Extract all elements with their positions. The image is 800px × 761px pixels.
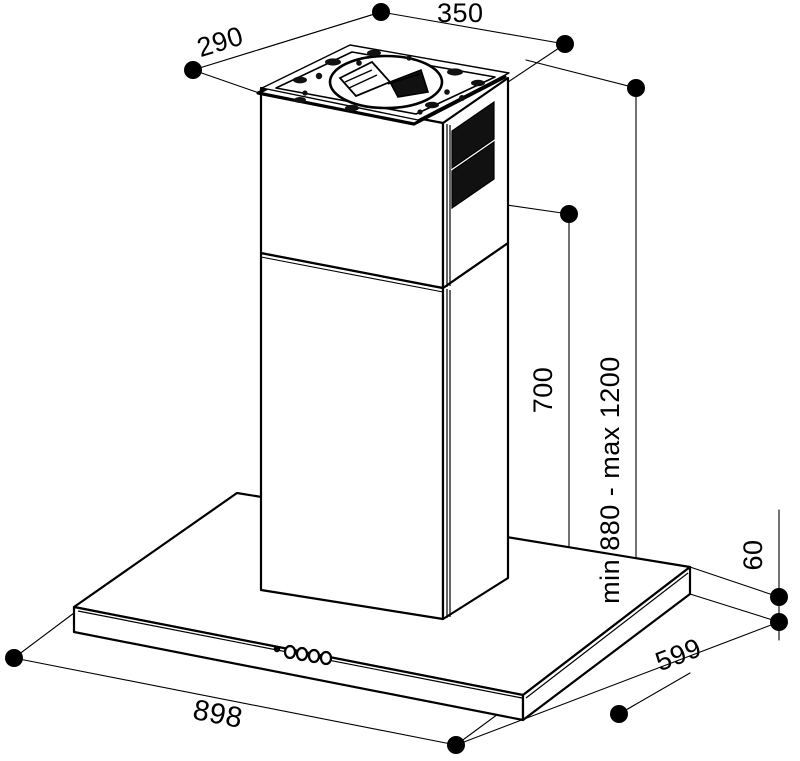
damper-flap-right — [388, 68, 430, 98]
ext-line-290-b — [257, 11, 382, 51]
control-button-3[interactable] — [307, 648, 321, 664]
control-panel[interactable] — [273, 644, 333, 666]
dot-290-left — [184, 61, 202, 79]
ext-line-60-a — [689, 566, 780, 598]
plate-boss-4 — [447, 68, 463, 76]
dot-350-right — [556, 35, 574, 53]
dot-700-top — [560, 205, 578, 223]
dot-599-mid — [610, 705, 628, 723]
dot-898-left — [5, 649, 23, 667]
dot-60-top — [770, 588, 788, 606]
mounting-plate-holes — [293, 49, 485, 115]
dimension-label-install-height: min 880 - max 1200 — [595, 356, 625, 604]
plate-boss-2 — [325, 58, 341, 66]
dimension-lines — [13, 11, 780, 746]
chimney-lower-section — [259, 241, 510, 621]
ext-line-599-a — [618, 672, 691, 715]
plate-hole-1 — [315, 72, 323, 80]
ext-line-290-a — [192, 69, 266, 96]
dim-line-599 — [455, 621, 780, 746]
ext-line-700-top — [506, 204, 570, 215]
ext-line-60-b — [689, 593, 780, 623]
dot-880-top — [627, 79, 645, 97]
plate-hole-4 — [444, 89, 450, 95]
plate-hole-6 — [302, 90, 308, 96]
vent-grille-panel-lower — [451, 140, 495, 210]
plate-boss-7 — [345, 104, 359, 112]
vent-grille — [451, 100, 495, 210]
control-button-4[interactable] — [319, 650, 333, 666]
vent-grille-panel-upper — [451, 100, 495, 170]
control-button-2[interactable] — [295, 646, 309, 662]
dimension-label-700: 700 — [528, 366, 558, 414]
dimension-label-350: 350 — [437, 0, 484, 28]
plate-hole-7 — [417, 109, 423, 115]
dim-line-898 — [13, 657, 457, 746]
chimney-joint-seam — [260, 256, 444, 293]
plate-boss-1 — [293, 76, 307, 84]
chimney-lower-left-face — [259, 251, 445, 621]
dot-top-apex — [372, 3, 390, 21]
control-indicator-led[interactable] — [273, 645, 281, 653]
plate-boss-3 — [367, 49, 381, 57]
dimension-label-60: 60 — [738, 539, 768, 571]
dot-898-right — [447, 736, 465, 754]
dot-60-bot — [770, 613, 788, 631]
plate-hole-2 — [356, 60, 362, 66]
damper-rib-2 — [348, 74, 378, 89]
chimney-lower-right-face — [441, 241, 510, 621]
ext-line-898-a — [13, 612, 75, 659]
canopy-bevel-right — [525, 572, 689, 699]
plate-hole-5 — [459, 95, 465, 101]
plate-boss-6 — [294, 97, 306, 103]
dim-line-350 — [380, 11, 566, 45]
control-button-1[interactable] — [283, 644, 297, 660]
plate-hole-3 — [406, 55, 412, 61]
plate-boss-5 — [471, 79, 485, 87]
damper-hinge — [387, 73, 421, 85]
damper-rib-1 — [344, 69, 373, 83]
ext-line-880-top — [525, 59, 637, 89]
plate-boss-8 — [425, 101, 439, 109]
top-mounting-plate — [256, 44, 510, 126]
